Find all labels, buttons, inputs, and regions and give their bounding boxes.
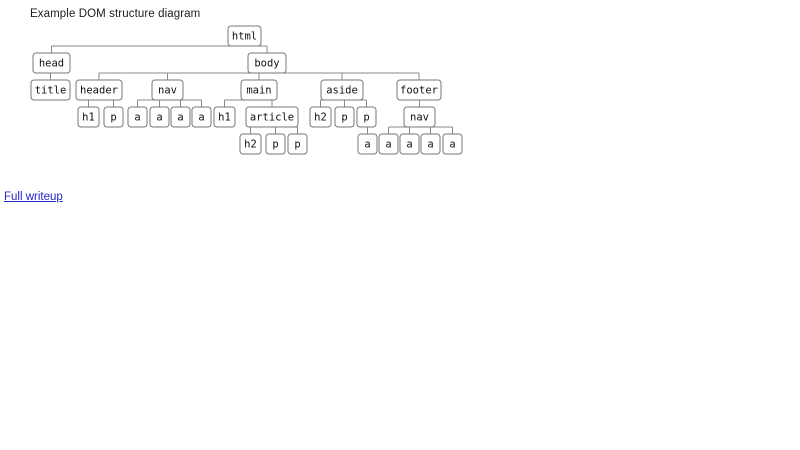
dom-node-label: a xyxy=(156,112,162,124)
dom-node-label: aside xyxy=(326,85,358,97)
dom-node-a[interactable]: a xyxy=(170,106,191,128)
dom-node-a[interactable]: a xyxy=(357,133,378,155)
dom-node-label: html xyxy=(232,31,257,43)
dom-node-box xyxy=(191,106,212,128)
dom-node-label: p xyxy=(341,112,347,124)
dom-node-p[interactable]: p xyxy=(287,133,308,155)
dom-node-a[interactable]: a xyxy=(378,133,399,155)
dom-node-aside[interactable]: aside xyxy=(320,79,364,101)
dom-node-label: p xyxy=(363,112,369,124)
dom-node-main[interactable]: main xyxy=(240,79,278,101)
dom-node-box xyxy=(320,79,364,101)
dom-node-box xyxy=(239,133,262,155)
dom-node-footer[interactable]: footer xyxy=(396,79,442,101)
dom-node-header[interactable]: header xyxy=(75,79,123,101)
dom-node-box xyxy=(309,106,332,128)
dom-node-label: nav xyxy=(158,85,177,97)
dom-node-label: a xyxy=(364,139,370,151)
dom-tree-svg: html head body title header nav main aside foote… xyxy=(30,25,463,155)
dom-node-box xyxy=(420,133,441,155)
dom-node-box xyxy=(334,106,355,128)
dom-node-h2[interactable]: h2 xyxy=(239,133,262,155)
dom-node-box xyxy=(127,106,148,128)
dom-node-label: a xyxy=(134,112,140,124)
dom-node-box xyxy=(287,133,308,155)
dom-node-label: header xyxy=(80,85,118,97)
dom-node-label: head xyxy=(39,58,64,70)
dom-node-body[interactable]: body xyxy=(247,52,287,74)
dom-node-label: p xyxy=(294,139,300,151)
dom-node-article[interactable]: article xyxy=(245,106,299,128)
dom-node-label: footer xyxy=(400,85,438,97)
dom-node-label: h2 xyxy=(244,139,257,151)
dom-node-box xyxy=(396,79,442,101)
dom-node-box xyxy=(170,106,191,128)
dom-node-label: a xyxy=(385,139,391,151)
page-title: Example DOM structure diagram xyxy=(30,8,201,20)
dom-node-box xyxy=(151,79,184,101)
dom-node-box xyxy=(357,133,378,155)
dom-node-box xyxy=(227,25,262,47)
dom-node-label: a xyxy=(198,112,204,124)
dom-node-a[interactable]: a xyxy=(191,106,212,128)
dom-node-label: p xyxy=(110,112,116,124)
dom-node-box xyxy=(442,133,463,155)
dom-node-label: h1 xyxy=(218,112,231,124)
dom-node-label: body xyxy=(254,58,279,70)
dom-node-label: a xyxy=(427,139,433,151)
dom-node-box xyxy=(30,79,71,101)
dom-node-a[interactable]: a xyxy=(149,106,170,128)
dom-node-h1[interactable]: h1 xyxy=(77,106,100,128)
dom-node-box xyxy=(247,52,287,74)
dom-node-h1[interactable]: h1 xyxy=(213,106,236,128)
dom-node-label: p xyxy=(272,139,278,151)
dom-node-box xyxy=(32,52,71,74)
dom-node-label: nav xyxy=(410,112,429,124)
dom-node-box xyxy=(399,133,420,155)
dom-node-label: a xyxy=(449,139,455,151)
dom-node-box xyxy=(77,106,100,128)
dom-node-box xyxy=(378,133,399,155)
dom-node-a[interactable]: a xyxy=(442,133,463,155)
tree-node-layer: html head body title header nav main aside foote… xyxy=(30,25,463,155)
dom-node-box xyxy=(240,79,278,101)
dom-node-head[interactable]: head xyxy=(32,52,71,74)
dom-node-label: article xyxy=(250,112,294,124)
dom-node-p[interactable]: p xyxy=(356,106,377,128)
dom-node-h2[interactable]: h2 xyxy=(309,106,332,128)
dom-node-p[interactable]: p xyxy=(334,106,355,128)
dom-node-box xyxy=(213,106,236,128)
dom-node-p[interactable]: p xyxy=(265,133,286,155)
dom-node-box xyxy=(245,106,299,128)
dom-node-box xyxy=(103,106,124,128)
dom-node-a[interactable]: a xyxy=(420,133,441,155)
dom-node-label: h1 xyxy=(82,112,95,124)
dom-node-box xyxy=(356,106,377,128)
dom-node-label: title xyxy=(35,85,67,97)
dom-node-label: a xyxy=(177,112,183,124)
dom-node-box xyxy=(75,79,123,101)
dom-node-nav[interactable]: nav xyxy=(403,106,436,128)
dom-node-box xyxy=(403,106,436,128)
dom-node-title[interactable]: title xyxy=(30,79,71,101)
dom-node-html[interactable]: html xyxy=(227,25,262,47)
dom-node-box xyxy=(149,106,170,128)
full-writeup-link[interactable]: Full writeup xyxy=(4,191,63,203)
dom-node-p[interactable]: p xyxy=(103,106,124,128)
dom-node-a[interactable]: a xyxy=(127,106,148,128)
dom-node-a[interactable]: a xyxy=(399,133,420,155)
dom-node-label: a xyxy=(406,139,412,151)
dom-node-label: h2 xyxy=(314,112,327,124)
dom-node-label: main xyxy=(246,85,271,97)
dom-structure-diagram: html head body title header nav main aside foote… xyxy=(0,18,800,168)
dom-node-box xyxy=(265,133,286,155)
dom-node-nav[interactable]: nav xyxy=(151,79,184,101)
